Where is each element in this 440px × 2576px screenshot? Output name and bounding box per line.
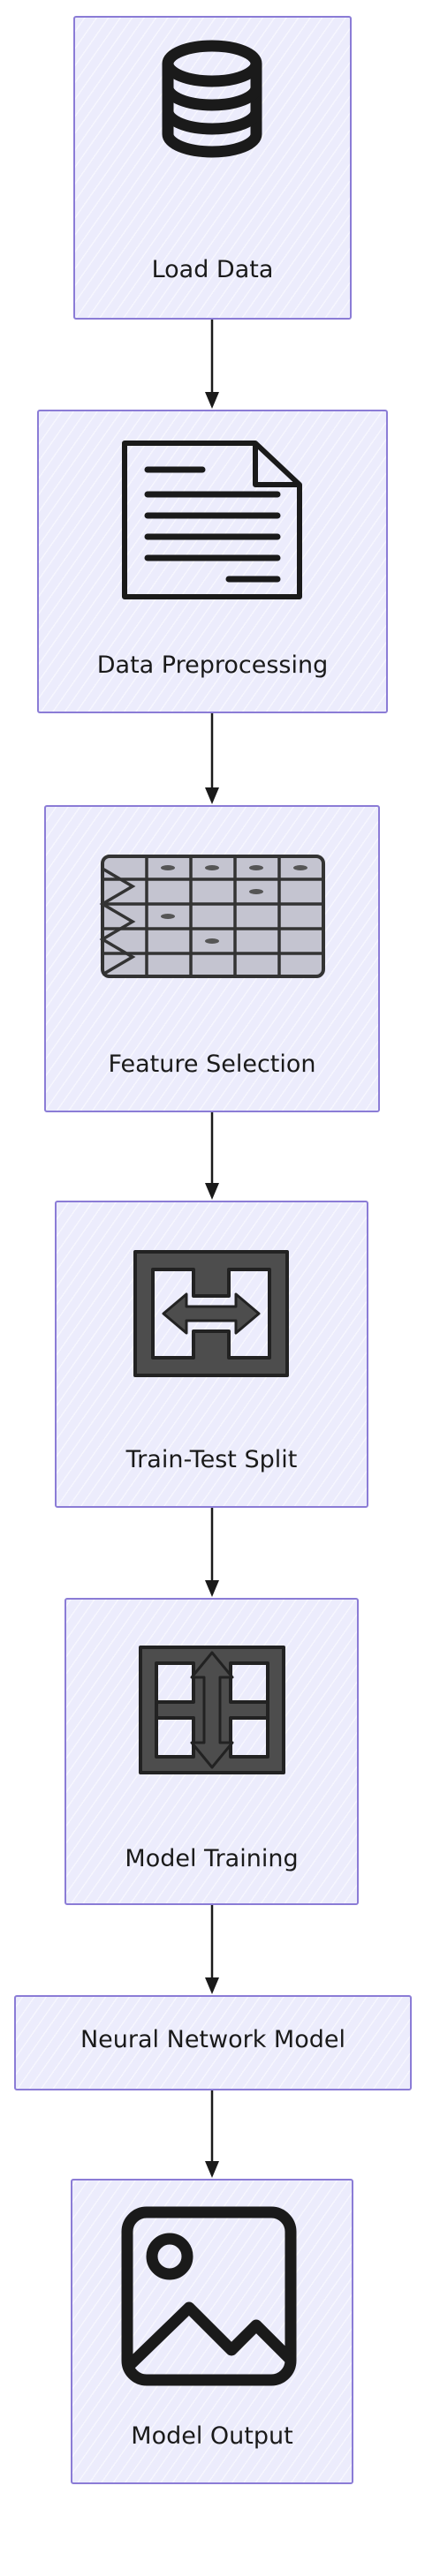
table-icon [99, 855, 325, 978]
node-neural-network-model: Neural Network Model [14, 1995, 412, 2090]
arrow-load-to-preprocessing [205, 320, 219, 409]
node-label: Load Data [151, 256, 274, 283]
node-data-preprocessing: Data Preprocessing [37, 410, 388, 713]
horizontal-split-icon [133, 1250, 289, 1377]
node-model-training: Model Training [64, 1598, 359, 1905]
node-label: Feature Selection [108, 1051, 316, 1078]
database-icon [162, 40, 262, 158]
node-feature-selection: Feature Selection [44, 805, 380, 1112]
node-train-test-split: Train-Test Split [55, 1201, 368, 1508]
node-label: Data Preprocessing [96, 652, 329, 679]
node-model-output: Model Output [71, 2179, 353, 2484]
arrow-neural-network-to-output [205, 2090, 219, 2178]
arrow-feature-selection-to-split [205, 1112, 219, 1200]
node-label: Neural Network Model [80, 2026, 346, 2053]
document-icon [122, 441, 302, 599]
arrow-training-to-neural-network [205, 1905, 219, 1994]
arrow-preprocessing-to-feature-selection [205, 713, 219, 804]
vertical-split-icon [139, 1646, 285, 1774]
node-label: Train-Test Split [125, 1446, 298, 1473]
node-label: Model Output [131, 2422, 293, 2450]
arrow-split-to-training [205, 1508, 219, 1597]
node-load-data: Load Data [73, 16, 352, 320]
node-label: Model Training [125, 1845, 299, 1872]
image-icon [121, 2206, 297, 2386]
